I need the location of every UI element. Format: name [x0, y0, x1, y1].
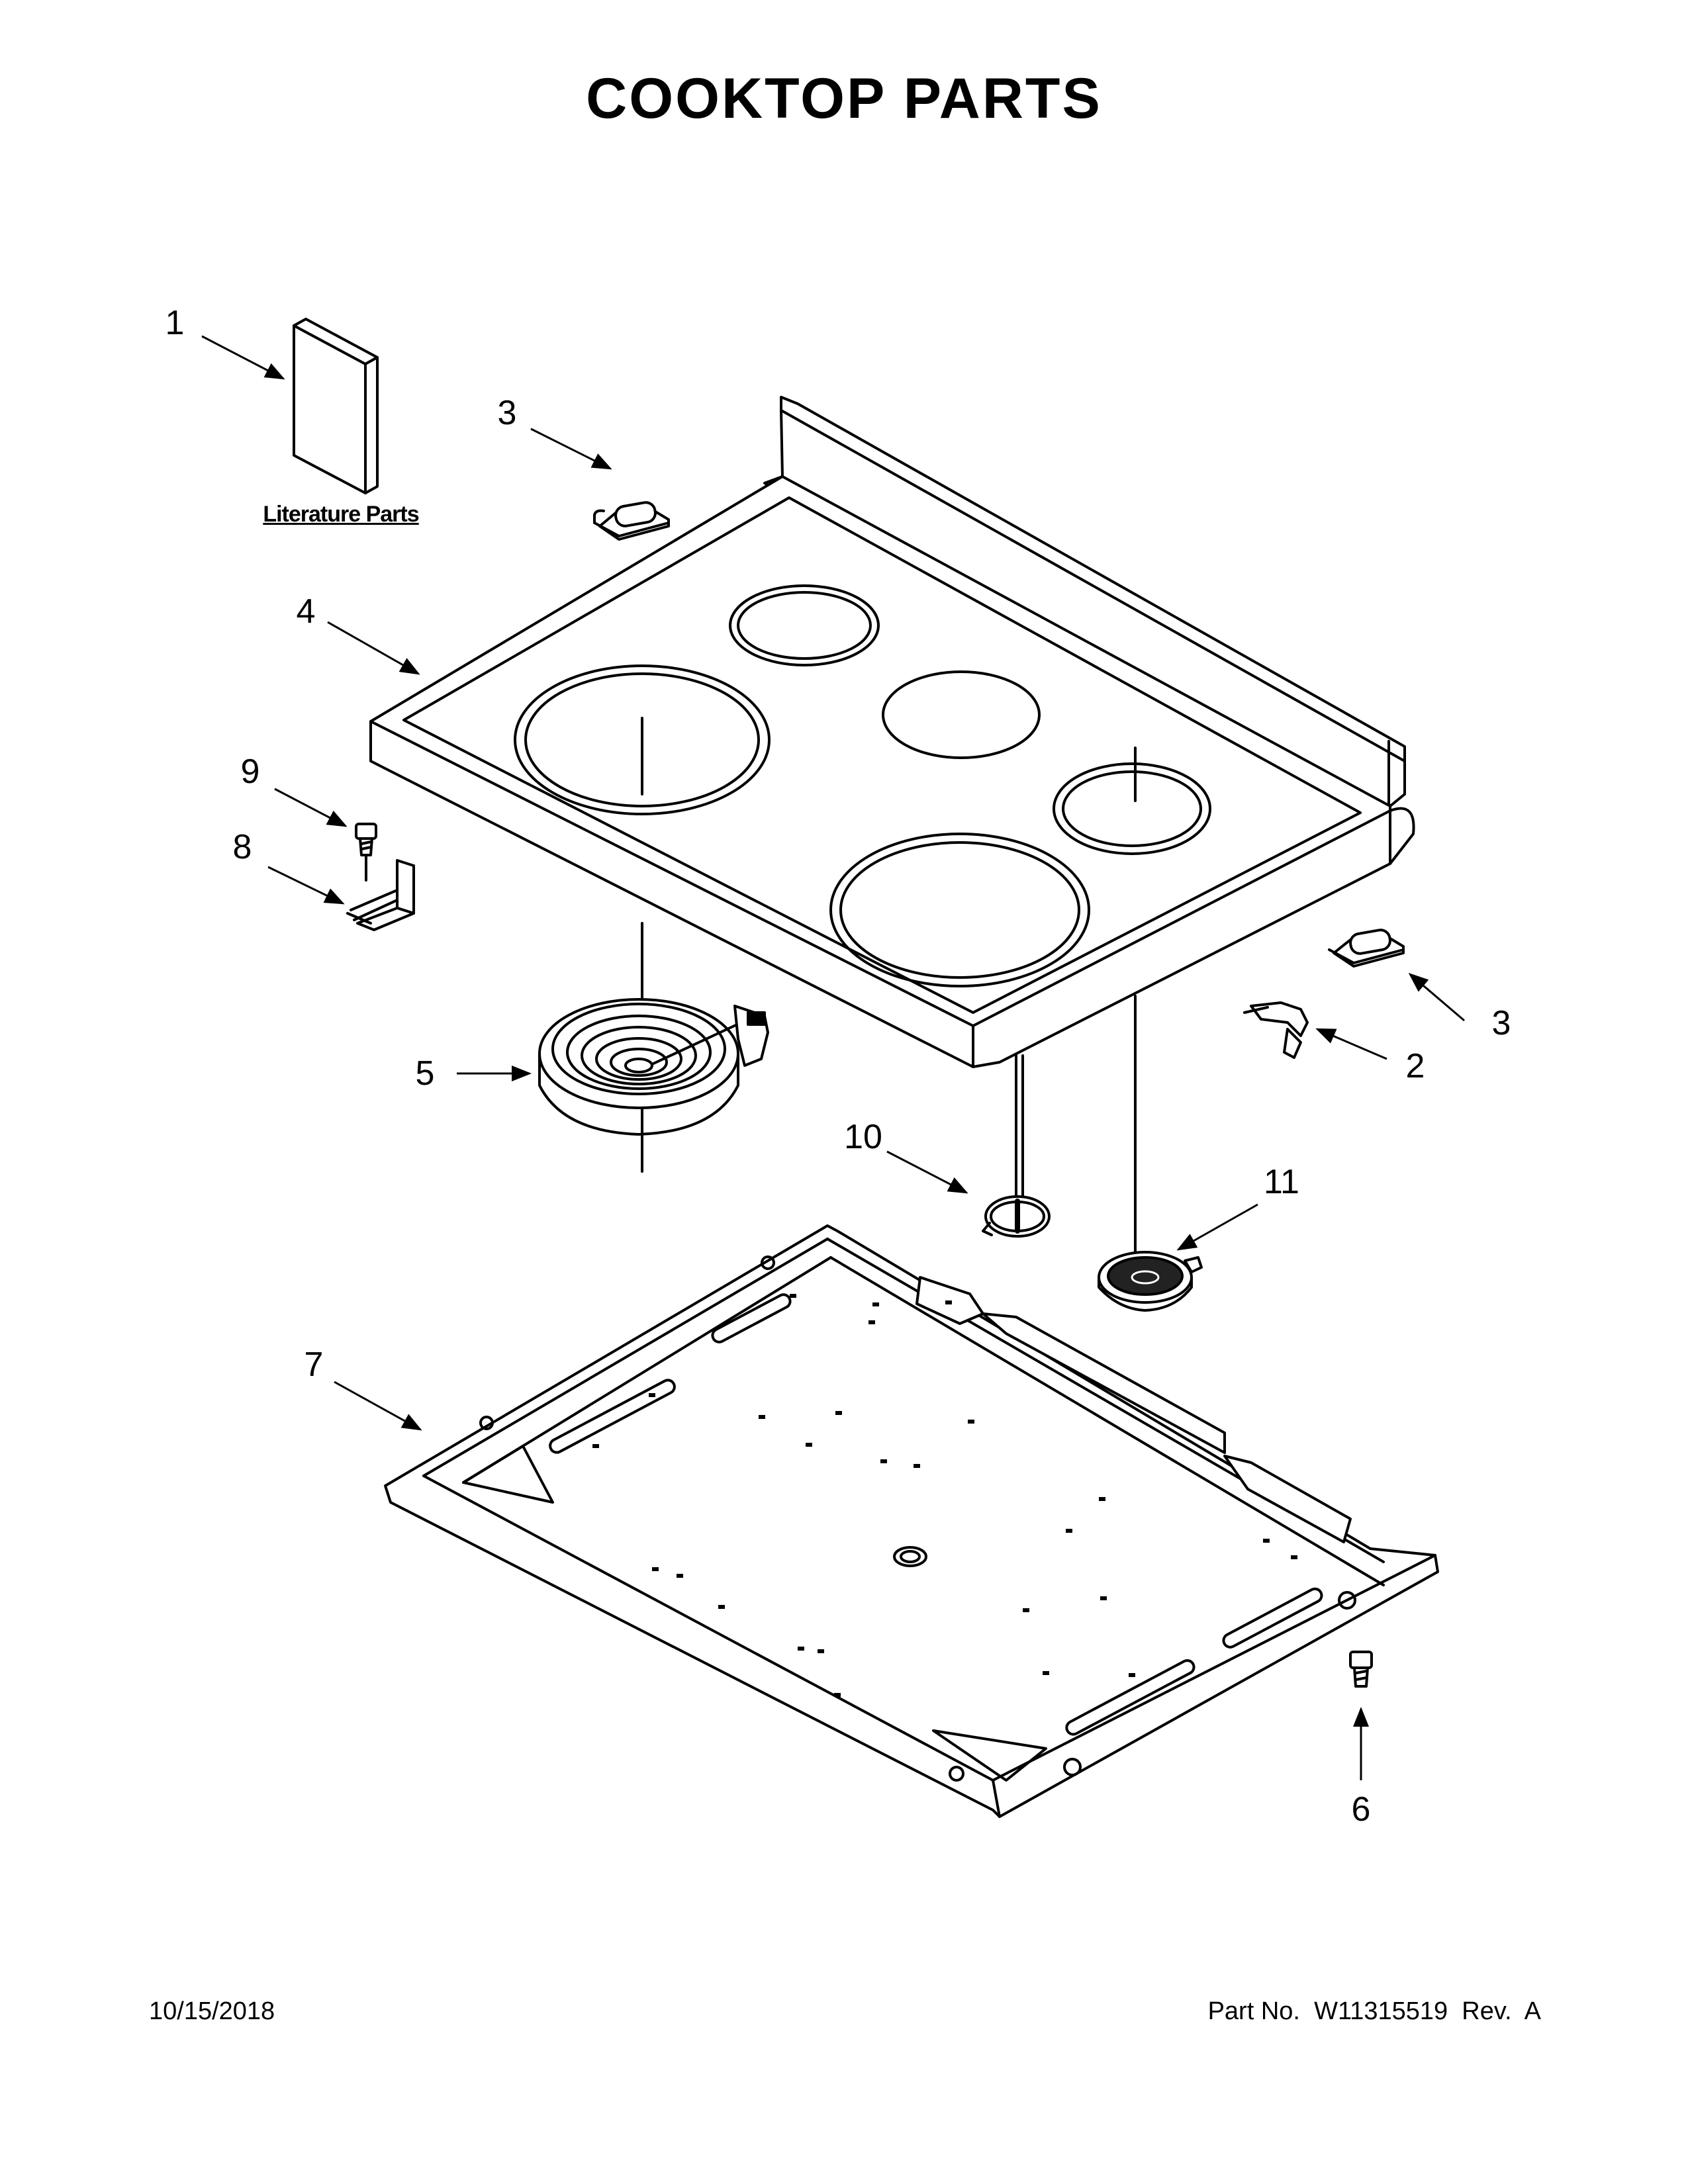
page-title: COOKTOP PARTS: [586, 67, 1102, 130]
bracket-part-8: [346, 859, 415, 931]
callout-7: 7: [304, 1345, 324, 1384]
small-element-part-11: [1098, 995, 1203, 1312]
callout-3-lower: 3: [1491, 1004, 1511, 1042]
callout-2: 2: [1405, 1047, 1425, 1085]
literature-booklet-part: [293, 318, 379, 494]
footer-part-number: Part No. W11315519 Rev. A: [1207, 1997, 1541, 2025]
callout-1: 1: [165, 304, 185, 342]
callout-5: 5: [415, 1054, 435, 1093]
callout-6: 6: [1351, 1790, 1371, 1829]
radiant-element-part: [538, 922, 769, 1173]
callout-arrows: [201, 335, 1465, 1780]
screw-part-9: [355, 823, 377, 882]
burner-box-part-7: [384, 1224, 1439, 1818]
cooktop-glass-part: [369, 396, 1415, 1068]
callout-11: 11: [1264, 1163, 1299, 1201]
footer-date: 10/15/2018: [149, 1997, 275, 2025]
terminal-block-part-10: [982, 1054, 1051, 1238]
mounting-clip-part-upper: [593, 501, 670, 541]
callout-4: 4: [296, 592, 316, 631]
literature-parts-label: Literature Parts: [263, 502, 419, 527]
screw-part-6: [1349, 1651, 1373, 1688]
burner-box-holes: [592, 1294, 1297, 1697]
callout-3-upper: 3: [497, 394, 517, 432]
callout-10: 10: [844, 1118, 882, 1156]
callout-8: 8: [232, 828, 252, 866]
mounting-clip-part-lower: [1328, 929, 1405, 968]
callout-9: 9: [240, 752, 260, 791]
limiter-part-2: [1243, 1001, 1309, 1059]
